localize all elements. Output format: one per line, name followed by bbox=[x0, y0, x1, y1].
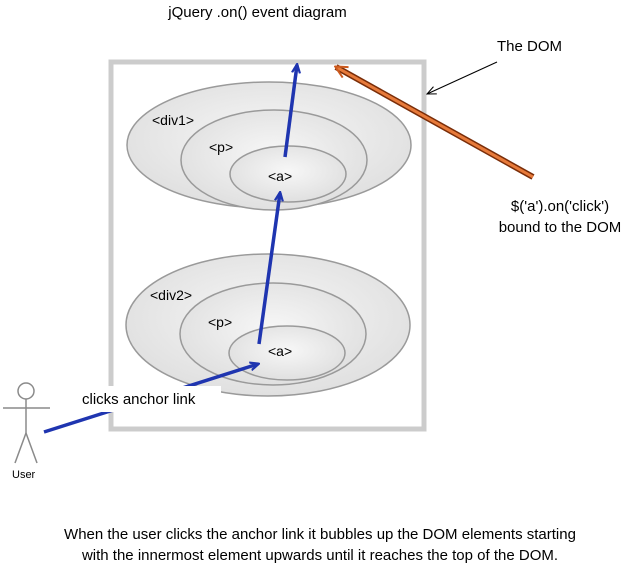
binding-label-line2: bound to the DOM bbox=[498, 219, 622, 236]
dom-label: The DOM bbox=[497, 38, 563, 55]
caption-line2: with the innermost element upwards until… bbox=[81, 547, 559, 564]
caption: When the user clicks the anchor link it … bbox=[0, 524, 640, 566]
diagram-title: jQuery .on() event diagram bbox=[168, 4, 347, 21]
bubble-arrow-div1-to-top bbox=[283, 65, 297, 158]
binding-label-line1: $('a').on('click') bbox=[510, 198, 610, 215]
div1-a-label: <a> bbox=[268, 168, 293, 184]
div2-label: <div2> bbox=[150, 287, 193, 303]
caption-line1: When the user clicks the anchor link it … bbox=[64, 526, 576, 543]
div1-group bbox=[126, 81, 412, 211]
div1-label: <div1> bbox=[152, 112, 195, 128]
user-icon bbox=[3, 382, 50, 464]
bubble-arrow-div2-to-div1 bbox=[257, 193, 280, 345]
dom-label-pointer bbox=[427, 61, 498, 94]
div2-a-label: <a> bbox=[268, 343, 293, 359]
div2-p-label: <p> bbox=[208, 314, 233, 330]
click-label: clicks anchor link bbox=[82, 391, 196, 408]
binding-arrow bbox=[336, 67, 534, 179]
click-label-background bbox=[78, 386, 221, 412]
binding-label: $('a').on('click') bound to the DOM bbox=[480, 196, 640, 238]
div2-group bbox=[125, 253, 411, 397]
user-label: User bbox=[12, 469, 36, 481]
div1-p-label: <p> bbox=[209, 139, 234, 155]
